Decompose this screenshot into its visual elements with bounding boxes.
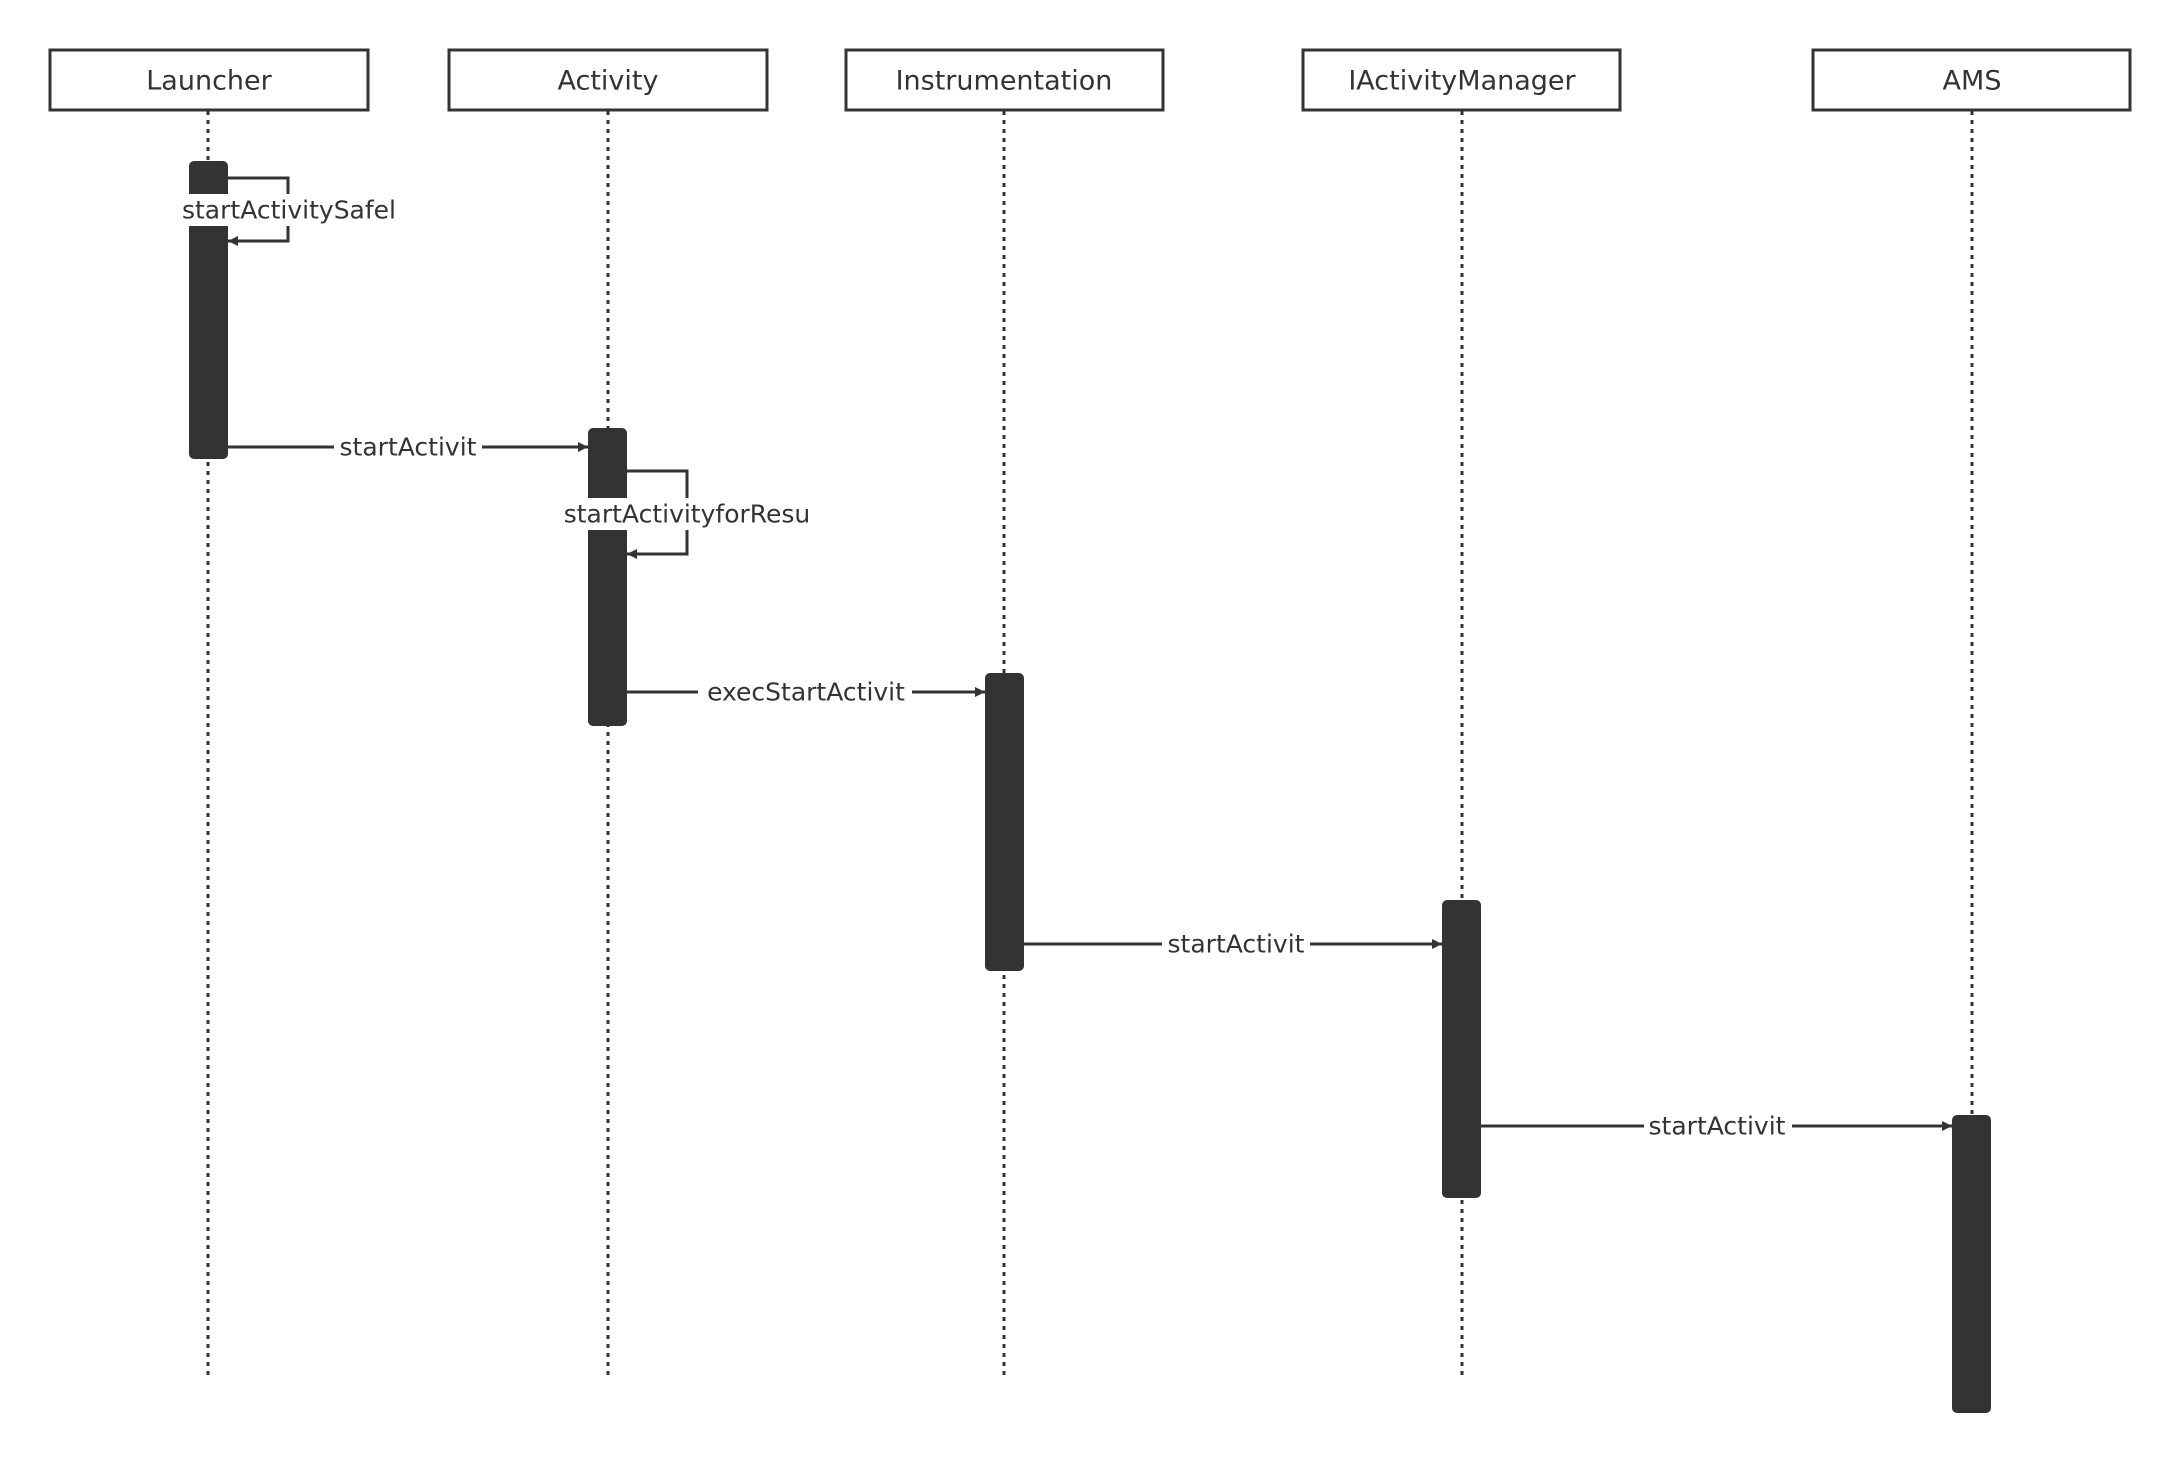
participant-label: Activity	[558, 66, 659, 97]
lifelines	[206, 111, 1974, 1378]
message-label-background	[698, 676, 912, 708]
message-label: execStartActivit	[707, 678, 905, 707]
participant-label: AMS	[1943, 66, 2002, 97]
activation-bar-ams	[1952, 1115, 1991, 1413]
message-label-background	[1162, 928, 1310, 960]
participant-label: Launcher	[146, 66, 272, 97]
participant-launcher[interactable]: Launcher	[48, 48, 370, 112]
message-label-background	[334, 431, 482, 463]
activation-bar-iactivitymanager	[1442, 900, 1481, 1198]
participant-label: Instrumentation	[896, 66, 1113, 97]
message-exec-start-activity[interactable]: execStartActivit	[627, 676, 985, 708]
participant-instrumentation[interactable]: Instrumentation	[844, 48, 1165, 112]
participant-label: IActivityManager	[1348, 66, 1576, 97]
message-label-background	[1644, 1110, 1792, 1142]
activation-bar-launcher	[189, 161, 228, 459]
message-start-activity-for-result[interactable]: startActivityforResu	[556, 469, 818, 559]
message-start-activity-2[interactable]: startActivit	[1024, 928, 1442, 960]
message-label: startActivit	[340, 433, 477, 462]
participant-ams[interactable]: AMS	[1811, 48, 2132, 112]
message-label: startActivit	[1168, 930, 1305, 959]
message-label: startActivit	[1649, 1112, 1786, 1141]
activation-bar-instrumentation	[985, 673, 1024, 971]
participant-heads: Launcher Activity Instrumentation IActiv…	[48, 48, 2132, 112]
message-label: startActivityforResu	[564, 500, 811, 529]
message-label: startActivitySafel	[182, 196, 396, 225]
message-start-activity-1[interactable]: startActivit	[228, 431, 588, 463]
activation-bars	[189, 161, 1991, 1413]
participant-activity[interactable]: Activity	[447, 48, 769, 112]
message-label-background	[556, 498, 818, 530]
message-start-activity-3[interactable]: startActivit	[1481, 1110, 1952, 1142]
activation-bar-activity	[588, 428, 627, 726]
messages: startActivitySafel startActivit startAct…	[179, 176, 1952, 1142]
message-start-activity-safely[interactable]: startActivitySafel	[179, 176, 399, 246]
message-label-background	[179, 194, 399, 226]
participant-iactivitymanager[interactable]: IActivityManager	[1301, 48, 1622, 112]
